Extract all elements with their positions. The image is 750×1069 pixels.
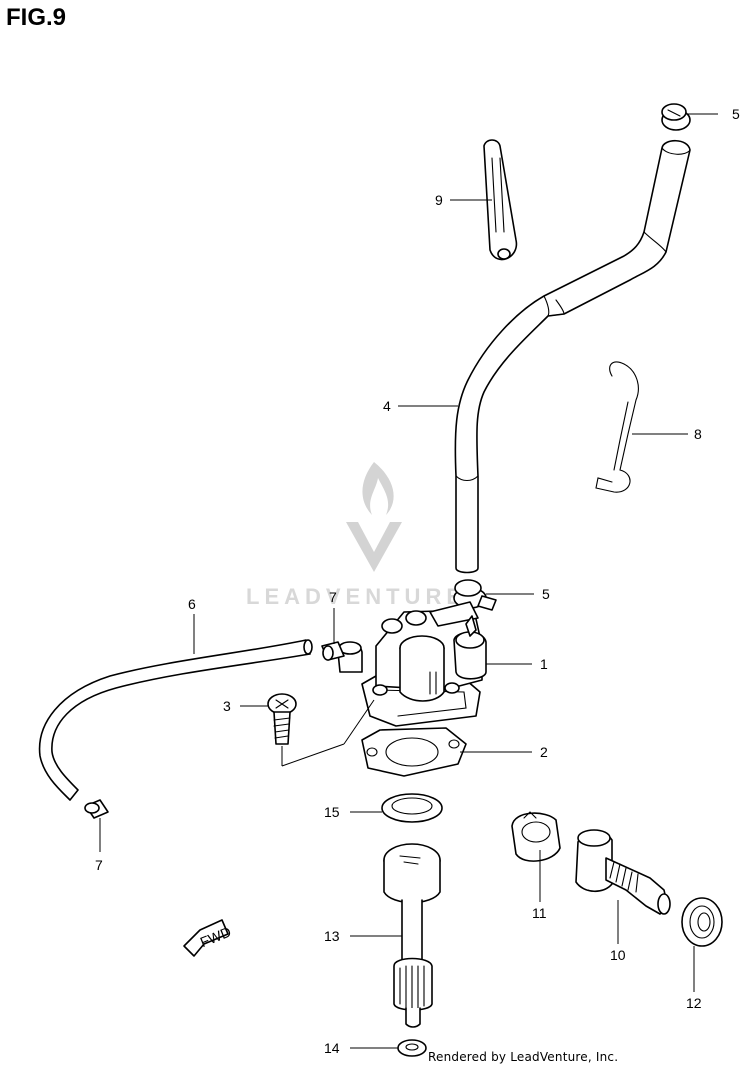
callout-13: 13	[324, 928, 340, 944]
part-9-bracket[interactable]	[483, 139, 518, 261]
part-8-wire-clip[interactable]	[595, 361, 639, 493]
part-14-washer[interactable]	[397, 1039, 427, 1057]
callout-labels: 1 2 3 4 5 5 6 7 7 8 9 10 11 12 13 14 15	[95, 106, 740, 1056]
part-1-oil-pump[interactable]	[337, 601, 487, 727]
callout-5-top: 5	[732, 106, 740, 122]
callout-8: 8	[694, 426, 702, 442]
leader-3d	[343, 699, 375, 745]
part-10-cap[interactable]	[575, 829, 671, 915]
watermark-text: LEADVENTURE	[246, 584, 466, 609]
part-15-o-ring[interactable]	[381, 793, 443, 823]
callout-10: 10	[610, 947, 626, 963]
callout-1: 1	[540, 656, 548, 672]
figure-title: FIG.9	[6, 4, 67, 31]
callout-9: 9	[435, 192, 443, 208]
part-5-clip-top[interactable]	[661, 103, 691, 131]
leader-3b	[281, 743, 345, 767]
watermark-v-icon	[346, 522, 402, 572]
callout-6: 6	[188, 596, 196, 612]
part-12-oil-seal[interactable]	[681, 897, 723, 947]
part-6-hose[interactable]	[38, 639, 313, 801]
watermark-flame-icon	[362, 462, 394, 515]
callout-2: 2	[540, 744, 548, 760]
part-3-screw[interactable]	[267, 693, 297, 745]
leader-lines	[99, 113, 718, 1049]
part-7-cap-lower[interactable]	[84, 799, 109, 819]
part-2-gasket[interactable]	[361, 727, 467, 777]
part-4-hose[interactable]	[454, 139, 691, 574]
part-11-bushing[interactable]	[511, 811, 561, 862]
callout-5-middle: 5	[542, 586, 550, 602]
callout-12: 12	[686, 995, 702, 1011]
callout-4: 4	[383, 398, 391, 414]
callout-14: 14	[324, 1040, 340, 1056]
callout-11: 11	[532, 905, 547, 921]
footer-credit: Rendered by LeadVenture, Inc.	[428, 1050, 619, 1064]
part-5-clip-middle[interactable]	[453, 579, 497, 611]
fwd-arrow-icon: FWD	[183, 919, 234, 957]
part-13-driven-gear-shaft[interactable]	[383, 843, 441, 1028]
callout-3: 3	[223, 698, 231, 714]
part-7-cap-upper[interactable]	[321, 641, 345, 661]
fwd-label: FWD	[198, 923, 234, 950]
callout-7-lower: 7	[95, 857, 103, 873]
watermark: LEADVENTURE	[246, 462, 466, 609]
callout-15: 15	[324, 804, 340, 820]
callout-7-upper: 7	[329, 589, 337, 605]
